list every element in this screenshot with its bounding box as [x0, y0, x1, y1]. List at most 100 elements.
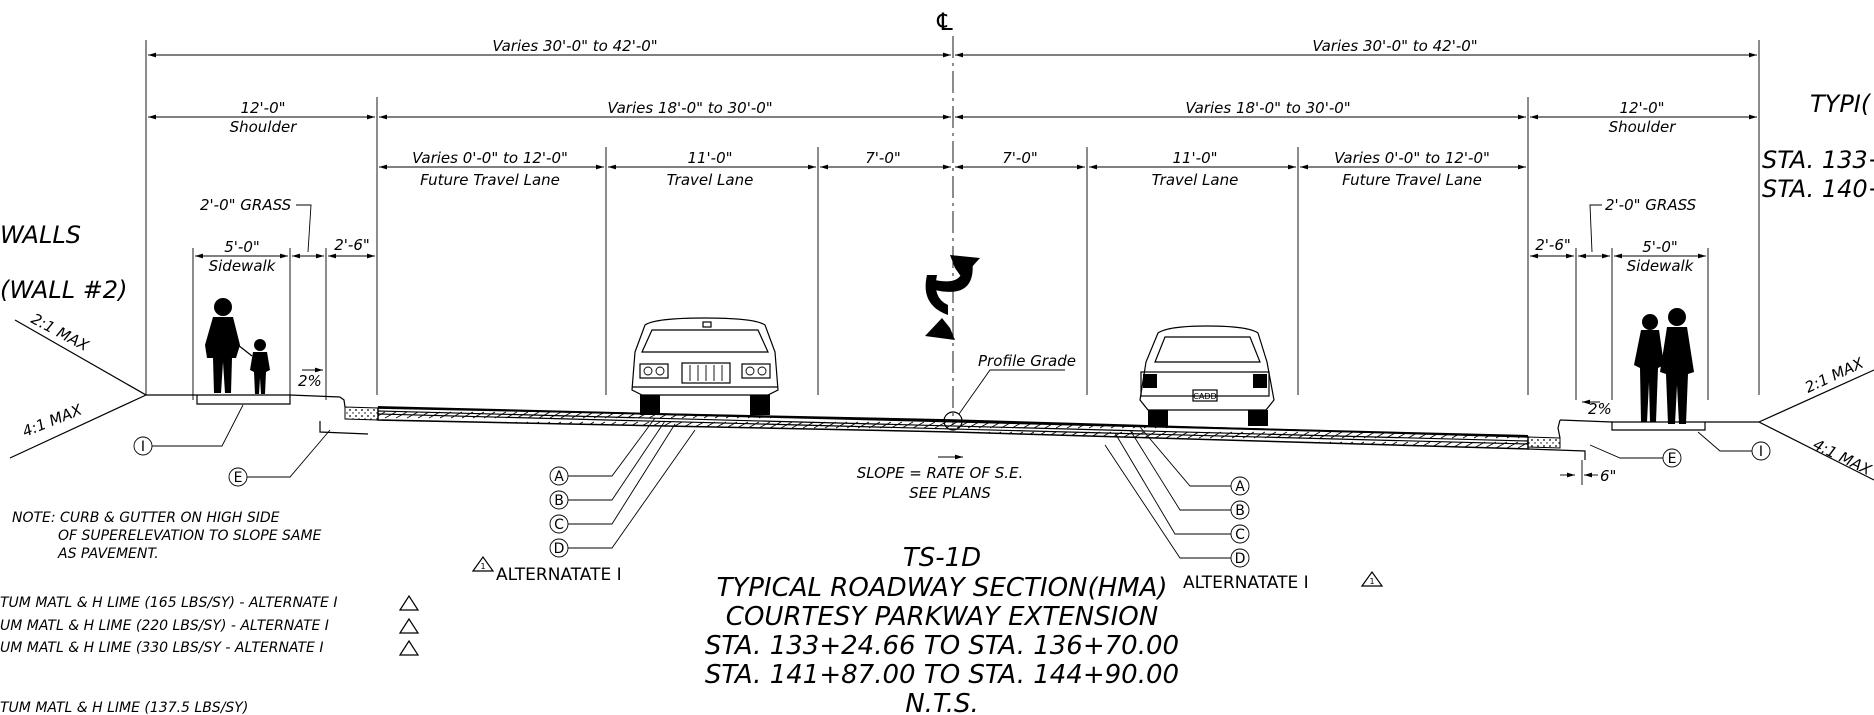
title-scale: N.T.S.	[905, 689, 979, 715]
callout-e-left: E	[234, 470, 243, 486]
label-future-left: Future Travel Lane	[420, 171, 560, 189]
two-way-turn-icon	[925, 255, 980, 340]
legend-line-3: UM MATL & H LIME (330 LBS/SY - ALTERNATE…	[0, 640, 323, 656]
slope-right-top: 2:1 MAX	[1802, 354, 1867, 397]
dim-shoulder-left: 12'-0"	[240, 99, 285, 117]
label-shoulder-left: Shoulder	[230, 118, 298, 136]
title-project: COURTESY PARKWAY EXTENSION	[726, 602, 1158, 632]
label-walls: WALLS	[0, 221, 81, 249]
percent-right: 2%	[1588, 400, 1612, 418]
pavement-section	[377, 406, 1529, 450]
dim-sidewalk-right: 5'-0"	[1642, 238, 1678, 256]
label-sta-140-cut: STA. 140+	[1762, 175, 1874, 203]
label-sidewalk-left: Sidewalk	[209, 257, 277, 275]
label-alternate-right: ALTERNATATE I	[1183, 573, 1309, 593]
alternate-right-delta-icon	[1360, 570, 1384, 587]
dim-turn-left: 7'-0"	[865, 149, 901, 167]
sidewalk-right: 2% 6"	[1527, 399, 1759, 485]
callout-e-right: E	[1668, 451, 1677, 467]
label-travel-left: Travel Lane	[667, 171, 754, 189]
label-sidewalk-right: Sidewalk	[1627, 257, 1695, 275]
dim-travel-right: 11'-0"	[1172, 149, 1217, 167]
alternate-left-delta-icon	[471, 555, 495, 572]
callout-i-left: I	[141, 439, 145, 455]
slope-note-line-1: SLOPE = RATE OF S.E.	[857, 464, 1024, 482]
label-grass-right: 2'-0" GRASS	[1605, 196, 1697, 214]
label-sta-133-cut: STA. 133+	[1762, 146, 1874, 174]
dim-half-left: Varies 30'-0" to 42'-0"	[492, 37, 657, 55]
legend-block: TUM MATL & H LIME (165 LBS/SY) - ALTERNA…	[0, 594, 420, 715]
car-plate: CADD	[1193, 392, 1216, 401]
callout-b-right: B	[1235, 503, 1245, 519]
dim-curb-offset: 6"	[1600, 467, 1616, 485]
label-future-right: Future Travel Lane	[1342, 171, 1482, 189]
legend-delta-icon-3	[398, 639, 420, 656]
label-typical-cut: TYPI(	[1810, 90, 1872, 118]
pedestrians-right	[1634, 308, 1694, 424]
note-line-3: AS PAVEMENT.	[57, 546, 159, 562]
svg-text:1: 1	[480, 562, 485, 571]
svg-text:1: 1	[1369, 577, 1374, 586]
title-block: TS-1D TYPICAL ROADWAY SECTION(HMA) COURT…	[705, 543, 1179, 715]
callout-c-left: C	[554, 517, 564, 533]
dim-gap-left: 2'-6"	[334, 236, 370, 254]
centerline-symbol: ℄	[936, 8, 953, 36]
label-travel-right: Travel Lane	[1152, 171, 1239, 189]
legend-line-2: UM MATL & H LIME (220 LBS/SY) - ALTERNAT…	[0, 618, 329, 634]
callout-d-left: D	[554, 541, 565, 557]
car-left	[631, 317, 779, 415]
alternate-left: 1 ALTERNATATE I	[471, 555, 622, 585]
note-line-2: OF SUPERELEVATION TO SLOPE SAME	[58, 528, 322, 544]
title-sheet-id: TS-1D	[903, 543, 981, 573]
centerline: ℄	[936, 8, 954, 425]
callouts-left: I E A B C D	[133, 404, 696, 558]
callout-a-left: A	[554, 469, 564, 485]
legend-delta-icon-1	[398, 594, 420, 611]
dim-row-half-widths: Varies 30'-0" to 42'-0" Varies 30'-0" to…	[145, 37, 1760, 395]
pedestrians-left	[205, 298, 270, 394]
dim-gap-right: 2'-6"	[1535, 236, 1571, 254]
alternate-right: ALTERNATATE I 1	[1183, 570, 1384, 593]
label-alternate-left: ALTERNATATE I	[496, 565, 622, 585]
callout-a-right: A	[1235, 479, 1245, 495]
callout-c-right: C	[1235, 527, 1245, 543]
dim-future-right: Varies 0'-0" to 12'-0"	[1334, 149, 1490, 167]
slope-note-line-2: SEE PLANS	[909, 484, 991, 502]
dim-row-shoulders-lanes: 12'-0" Shoulder Varies 18'-0" to 30'-0" …	[148, 97, 1757, 395]
dims-sidewalk-right: 5'-0" Sidewalk 2'-6" 2'-0" GRASS	[1530, 196, 1709, 400]
dim-future-left: Varies 0'-0" to 12'-0"	[412, 149, 568, 167]
label-wall-2: (WALL #2)	[0, 276, 127, 304]
title-station-2: STA. 141+87.00 TO STA. 144+90.00	[705, 660, 1179, 690]
dim-turn-right: 7'-0"	[1002, 149, 1038, 167]
dim-half-right: Varies 30'-0" to 42'-0"	[1312, 37, 1477, 55]
dim-sidewalk-left: 5'-0"	[224, 238, 260, 256]
title-station-1: STA. 133+24.66 TO STA. 136+70.00	[705, 631, 1179, 661]
callouts-right: A B C D E I	[1104, 426, 1771, 568]
profile-grade: Profile Grade	[943, 352, 1076, 431]
callout-d-right: D	[1235, 551, 1246, 567]
label-grass-left: 2'-0" GRASS	[200, 196, 292, 214]
note-block: NOTE: CURB & GUTTER ON HIGH SIDE OF SUPE…	[12, 510, 322, 562]
note-line-1: NOTE: CURB & GUTTER ON HIGH SIDE	[12, 510, 280, 526]
slope-note: SLOPE = RATE OF S.E. SEE PLANS	[857, 454, 1024, 502]
dim-lanes-right: Varies 18'-0" to 30'-0"	[1185, 99, 1350, 117]
callout-i-right: I	[1759, 444, 1763, 460]
label-shoulder-right: Shoulder	[1609, 118, 1677, 136]
dim-shoulder-right: 12'-0"	[1619, 99, 1664, 117]
percent-left: 2%	[298, 372, 322, 390]
title-section: TYPICAL ROADWAY SECTION(HMA)	[716, 573, 1167, 603]
slope-left-bottom: 4:1 MAX	[20, 400, 85, 440]
dims-sidewalk-left: 5'-0" Sidewalk 2'-6" 2'-0" GRASS	[192, 196, 375, 400]
slope-right-bottom: 4:1 MAX	[1810, 435, 1874, 479]
legend-line-4: TUM MATL & H LIME (137.5 LBS/SY)	[0, 700, 248, 715]
car-right: CADD	[1139, 325, 1275, 426]
dim-lanes-left: Varies 18'-0" to 30'-0"	[607, 99, 772, 117]
legend-delta-icon-2	[398, 617, 420, 634]
callout-b-left: B	[554, 493, 564, 509]
dim-row-lanes: Varies 0'-0" to 12'-0" Future Travel Lan…	[379, 147, 1526, 395]
dim-travel-left: 11'-0"	[687, 149, 732, 167]
label-profile-grade: Profile Grade	[978, 352, 1076, 370]
sidewalk-left: 2%	[146, 367, 379, 435]
legend-line-1: TUM MATL & H LIME (165 LBS/SY) - ALTERNA…	[0, 595, 337, 611]
